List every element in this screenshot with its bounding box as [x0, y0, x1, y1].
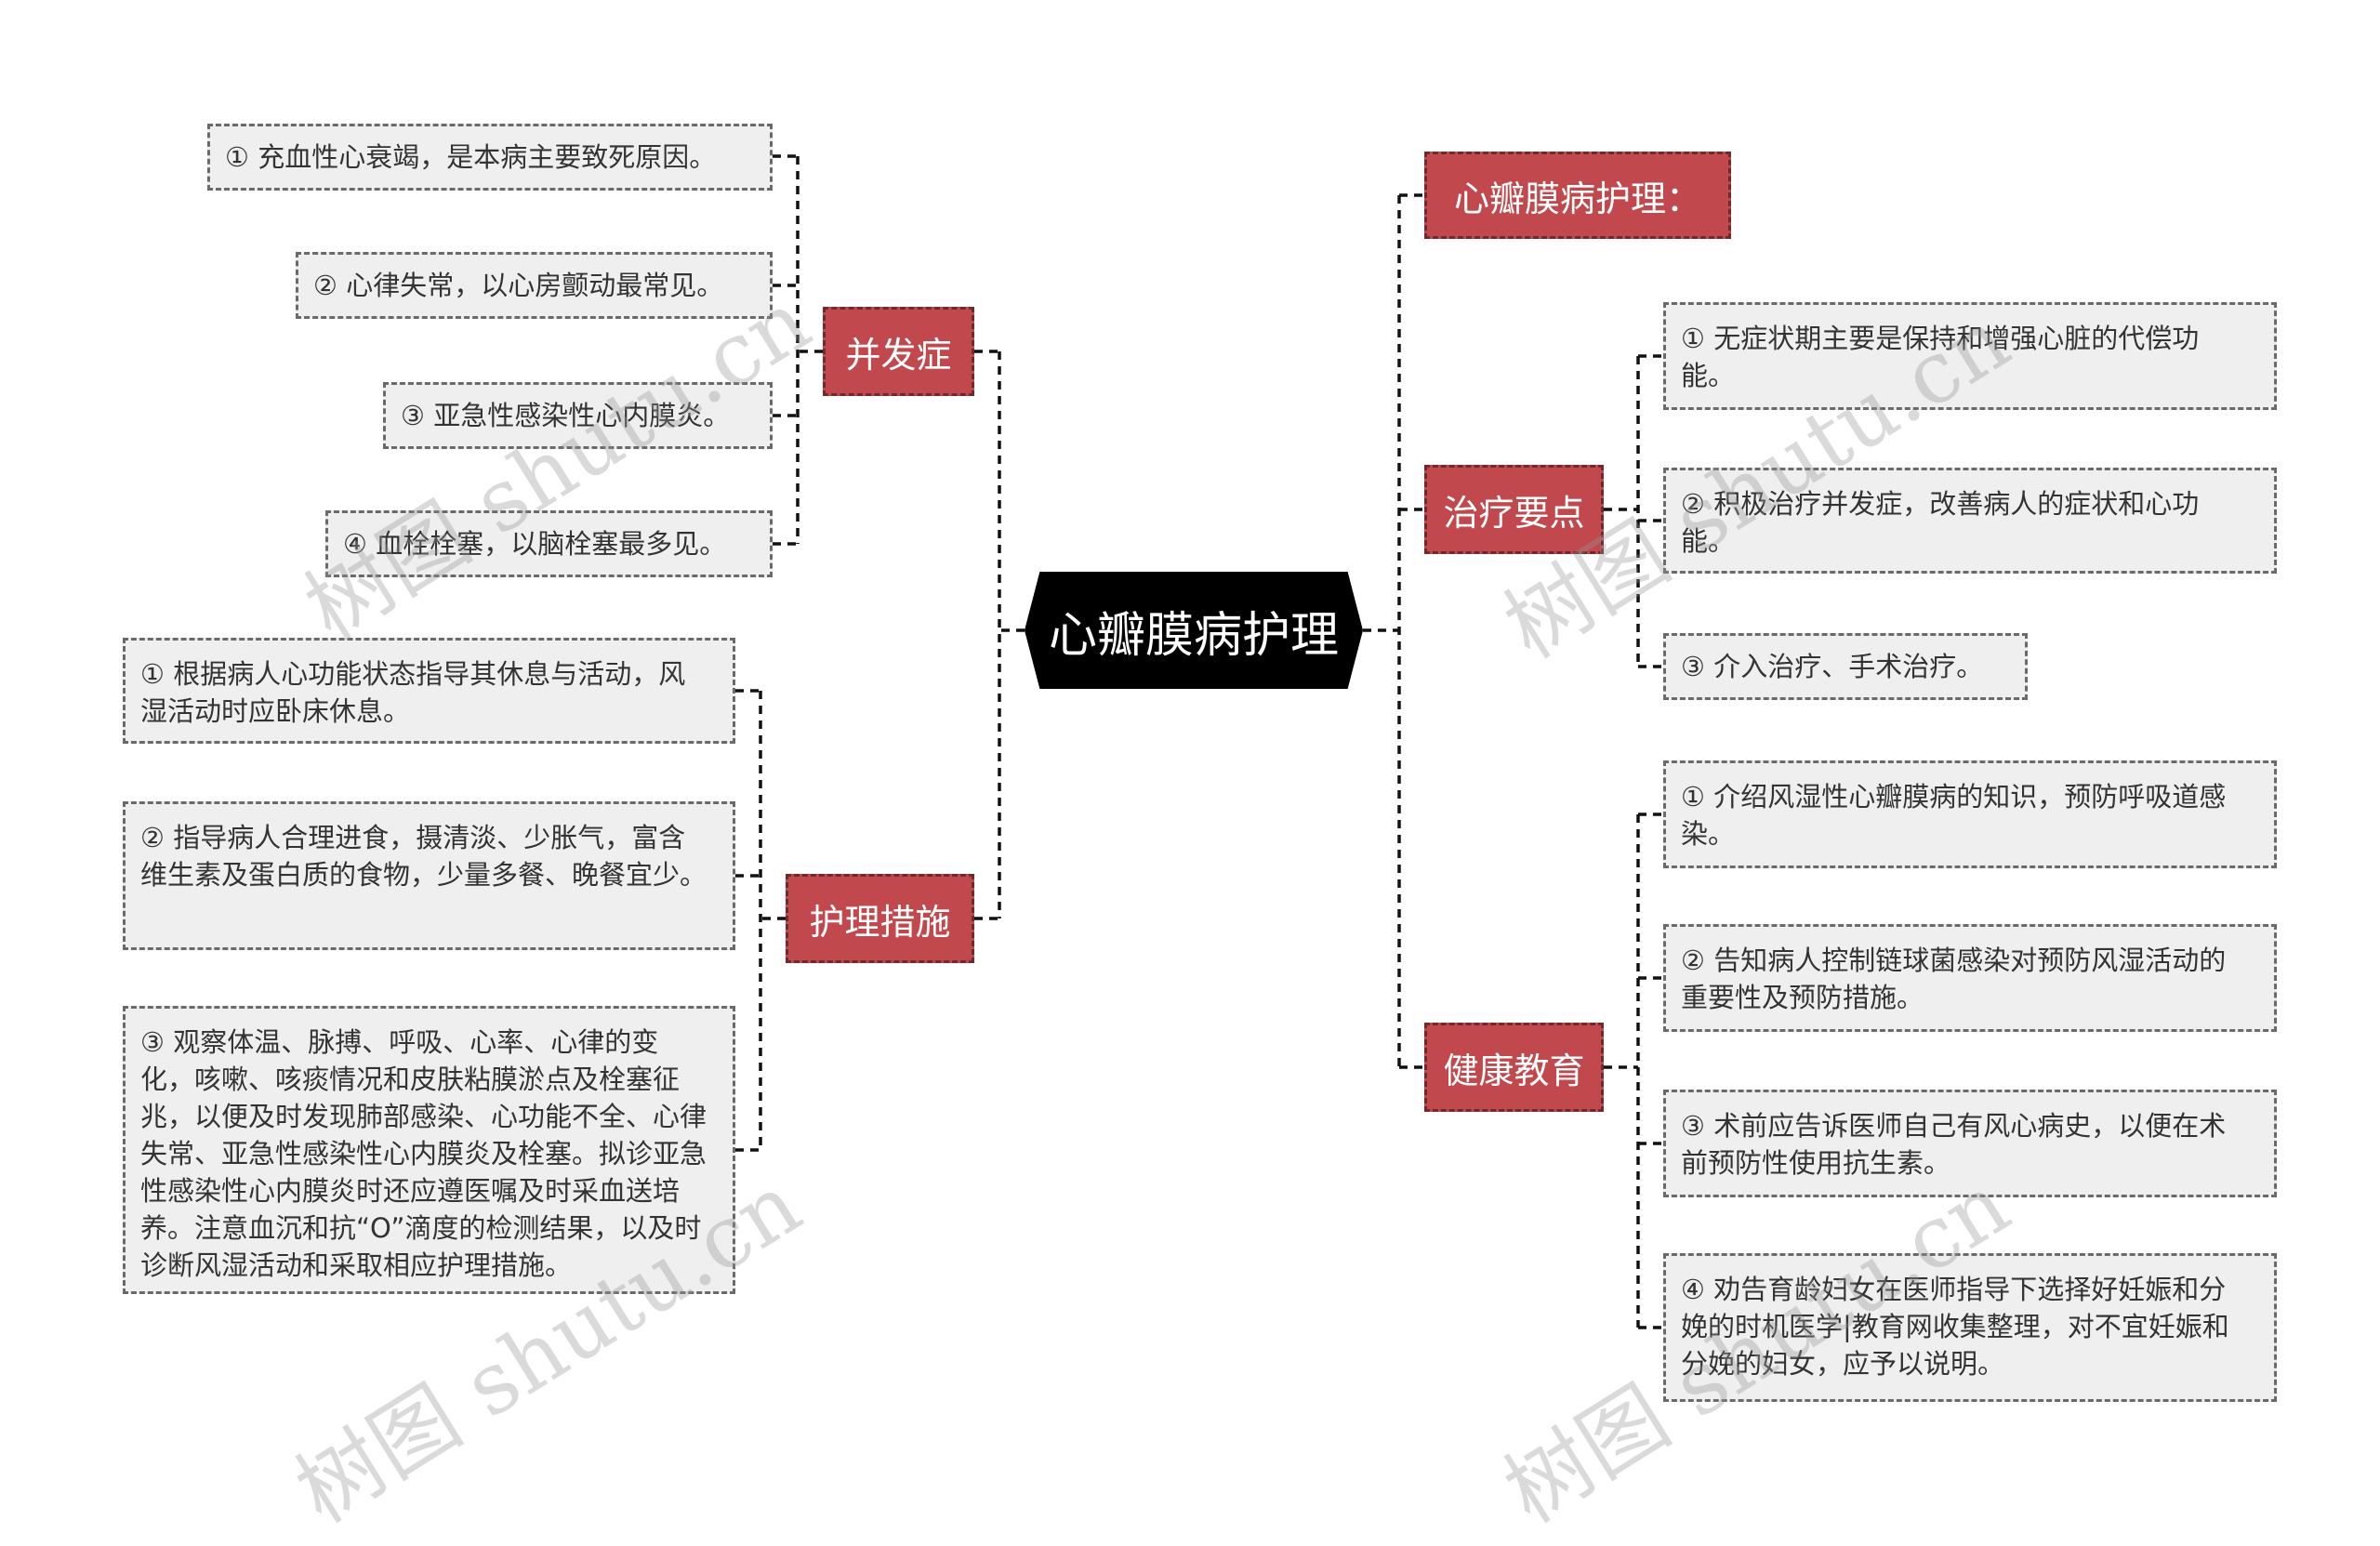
branch-nursing-measures[interactable]: 护理措施: [786, 874, 974, 963]
leaf-education-4[interactable]: ④ 劝告育龄妇女在医师指导下选择好妊娠和分娩的时机医学|教育网收集整理，对不宜妊…: [1663, 1253, 2277, 1402]
central-topic[interactable]: 心瓣膜病护理: [1025, 572, 1363, 689]
leaf-complication-4[interactable]: ④ 血栓栓塞，以脑栓塞最多见。: [325, 510, 773, 577]
leaf-nursing-2[interactable]: ② 指导病人合理进食，摄清淡、少胀气，富含维生素及蛋白质的食物，少量多餐、晚餐宜…: [123, 801, 735, 950]
branch-complications[interactable]: 并发症: [823, 307, 974, 396]
leaf-education-1[interactable]: ① 介绍风湿性心瓣膜病的知识，预防呼吸道感染。: [1663, 760, 2277, 868]
leaf-treatment-2[interactable]: ② 积极治疗并发症，改善病人的症状和心功能。: [1663, 468, 2277, 574]
leaf-education-3[interactable]: ③ 术前应告诉医师自己有风心病史，以便在术前预防性使用抗生素。: [1663, 1090, 2277, 1197]
branch-valve-nursing[interactable]: 心瓣膜病护理：: [1424, 152, 1731, 239]
leaf-complication-2[interactable]: ② 心律失常，以心房颤动最常见。: [296, 252, 773, 319]
branch-health-education[interactable]: 健康教育: [1424, 1023, 1604, 1112]
leaf-treatment-3[interactable]: ③ 介入治疗、手术治疗。: [1663, 633, 2028, 700]
leaf-nursing-1[interactable]: ① 根据病人心功能状态指导其休息与活动，风湿活动时应卧床休息。: [123, 638, 735, 744]
connector-lines: [735, 154, 1663, 1329]
leaf-nursing-3[interactable]: ③ 观察体温、脉搏、呼吸、心率、心律的变化，咳嗽、咳痰情况和皮肤粘膜淤点及栓塞征…: [123, 1006, 735, 1294]
leaf-complication-3[interactable]: ③ 亚急性感染性心内膜炎。: [383, 382, 773, 449]
leaf-complication-1[interactable]: ① 充血性心衰竭，是本病主要致死原因。: [207, 124, 773, 191]
branch-treatment-points[interactable]: 治疗要点: [1424, 465, 1604, 554]
leaf-treatment-1[interactable]: ① 无症状期主要是保持和增强心脏的代偿功能。: [1663, 302, 2277, 410]
leaf-education-2[interactable]: ② 告知病人控制链球菌感染对预防风湿活动的重要性及预防措施。: [1663, 924, 2277, 1032]
